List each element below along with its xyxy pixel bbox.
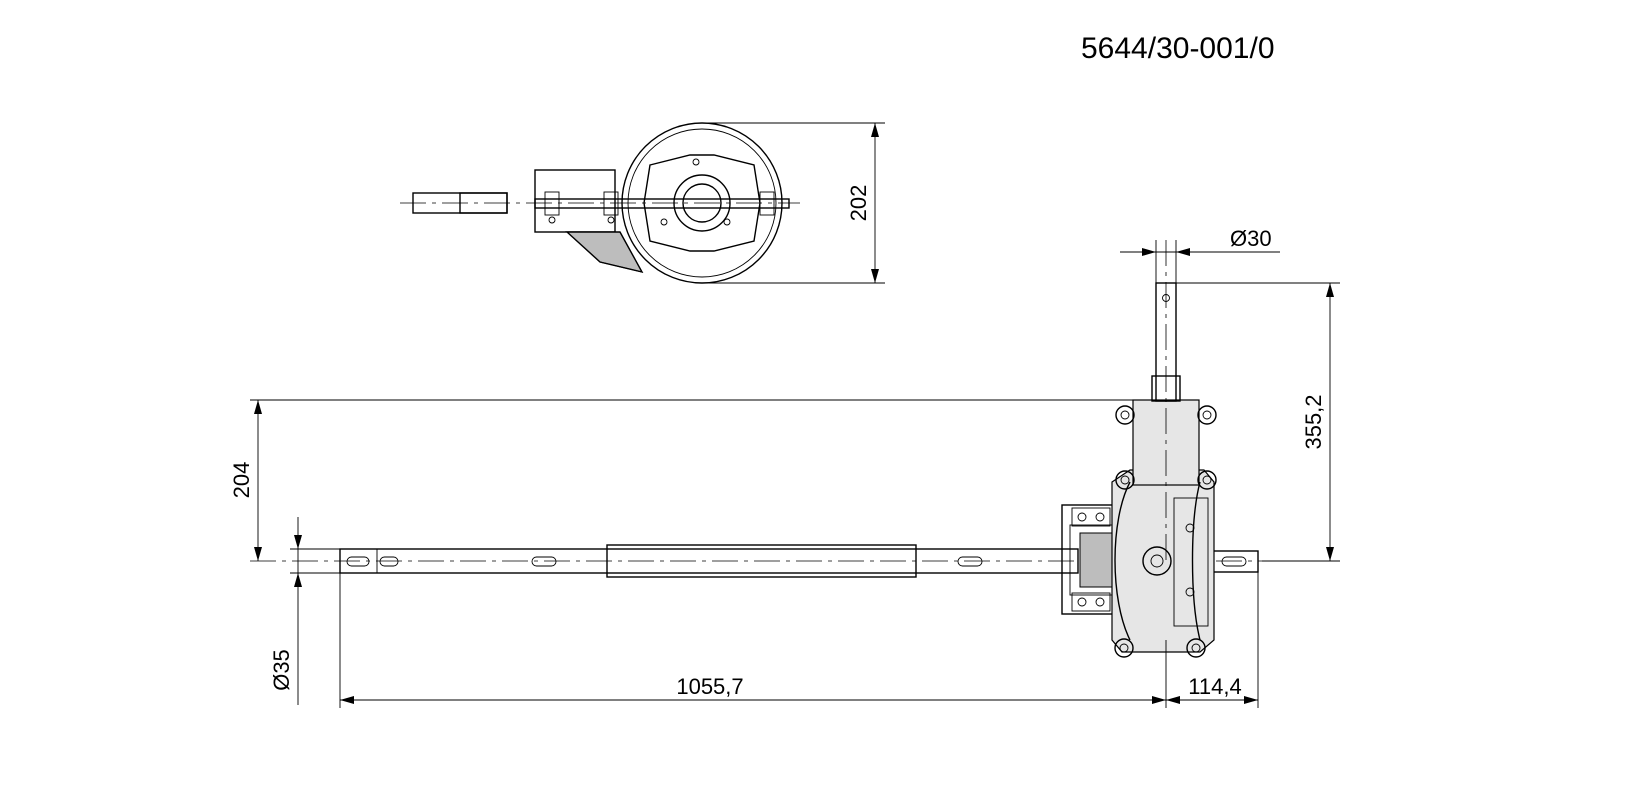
drawing-number: 5644/30-001/0 bbox=[1081, 32, 1275, 65]
dim-axle-length: 1055,7 bbox=[676, 674, 743, 699]
dim-input-shaft-height: 355,2 bbox=[1301, 394, 1326, 449]
dim-input-shaft-diameter: Ø30 bbox=[1230, 226, 1272, 251]
front-view: Ø30 355,2 204 Ø35 1055,7 114,4 bbox=[229, 226, 1340, 708]
dim-axle-height: 204 bbox=[229, 462, 254, 499]
dim-axle-diameter: Ø35 bbox=[269, 649, 294, 691]
dim-stub-length: 114,4 bbox=[1188, 674, 1241, 699]
top-view: 202 bbox=[400, 122, 885, 284]
dim-top-view-height: 202 bbox=[846, 185, 871, 222]
